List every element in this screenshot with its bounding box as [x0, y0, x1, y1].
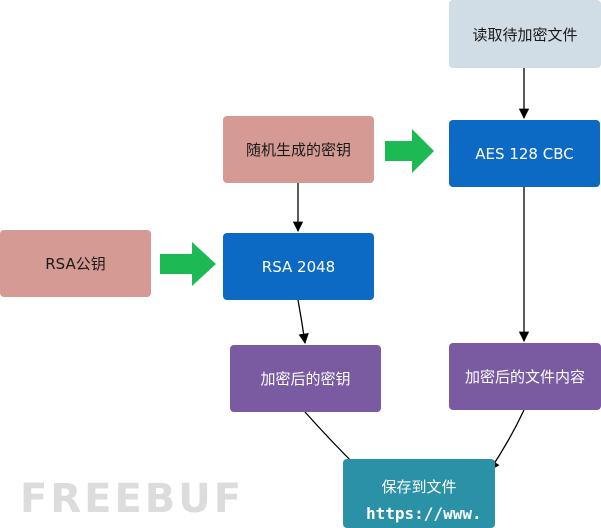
green-arrow-pubkey-to-rsa: [160, 242, 216, 286]
green-arrow-key-to-aes: [385, 129, 434, 173]
encrypted-key-node: 加密后的密钥: [230, 345, 381, 412]
aes-node: AES 128 CBC: [449, 120, 600, 187]
arrow-enc-content-to-save: [489, 409, 525, 471]
arrow-rsa-to-enc-key: [297, 299, 309, 345]
encrypted-content-node: 加密后的文件内容: [449, 343, 601, 410]
read-file-node: 读取待加密文件: [449, 0, 601, 68]
freebuf-watermark: FREEBUF: [20, 476, 245, 522]
random-key-node: 随机生成的密钥: [223, 116, 374, 183]
url-watermark: https://www.: [366, 504, 482, 523]
rsa-public-key-node: RSA公钥: [0, 230, 151, 297]
save-file-node: 保存到文件: [343, 459, 495, 528]
rsa-node: RSA 2048: [223, 233, 374, 300]
